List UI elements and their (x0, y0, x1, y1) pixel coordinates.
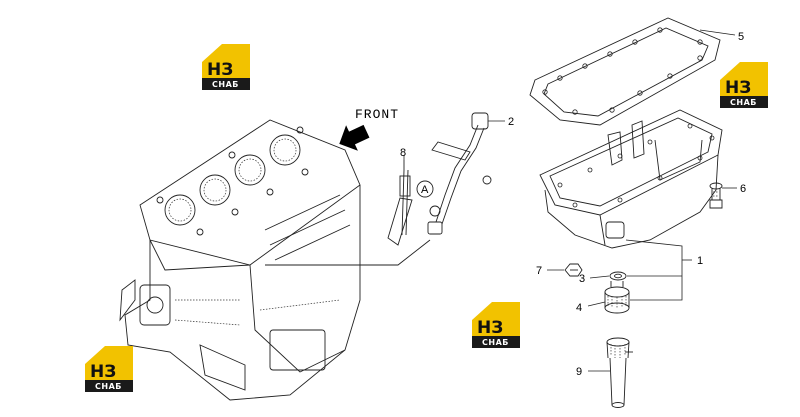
watermark-logo-4: НЗ СНАБ (85, 346, 133, 392)
engine-block (119, 119, 361, 401)
svg-text:НЗ: НЗ (207, 60, 233, 80)
leader-block-to-sensor (265, 239, 431, 266)
washer (609, 271, 627, 281)
svg-text:СНАБ: СНАБ (730, 98, 757, 107)
callout-8: 8 (400, 147, 406, 159)
front-direction-indicator: FRONT (339, 107, 399, 151)
svg-text:НЗ: НЗ (477, 318, 503, 338)
svg-text:НЗ: НЗ (725, 78, 751, 98)
watermark-logo-1: НЗ СНАБ (202, 44, 250, 90)
callout-4: 4 (576, 302, 582, 314)
front-label: FRONT (355, 107, 399, 122)
callout-7: 7 (536, 265, 542, 277)
oil-strainer (604, 281, 630, 314)
callout-6: 6 (740, 183, 746, 195)
callout-5: 5 (738, 31, 744, 43)
oil-pan (539, 109, 723, 249)
oil-filter-element (606, 337, 633, 408)
callout-labels: 1 2 3 4 5 6 7 8 9 (400, 31, 746, 378)
oil-pan-gasket (529, 17, 721, 126)
dipstick-guide (387, 160, 413, 246)
watermark-logo-2: НЗ СНАБ (720, 62, 768, 108)
leader-lines (403, 29, 737, 372)
oil-level-sensor: A (416, 112, 492, 235)
pan-bolt (709, 182, 723, 209)
callout-1: 1 (697, 255, 703, 267)
svg-text:СНАБ: СНАБ (212, 80, 239, 89)
watermark-logo-3: НЗ СНАБ (472, 302, 520, 348)
detail-marker-a: A (421, 184, 429, 196)
svg-text:СНАБ: СНАБ (482, 338, 509, 347)
svg-text:СНАБ: СНАБ (95, 382, 122, 391)
callout-9: 9 (576, 366, 582, 378)
callout-2: 2 (508, 116, 514, 128)
svg-text:НЗ: НЗ (90, 362, 116, 382)
callout-3: 3 (579, 273, 585, 285)
drain-plug (564, 263, 583, 277)
